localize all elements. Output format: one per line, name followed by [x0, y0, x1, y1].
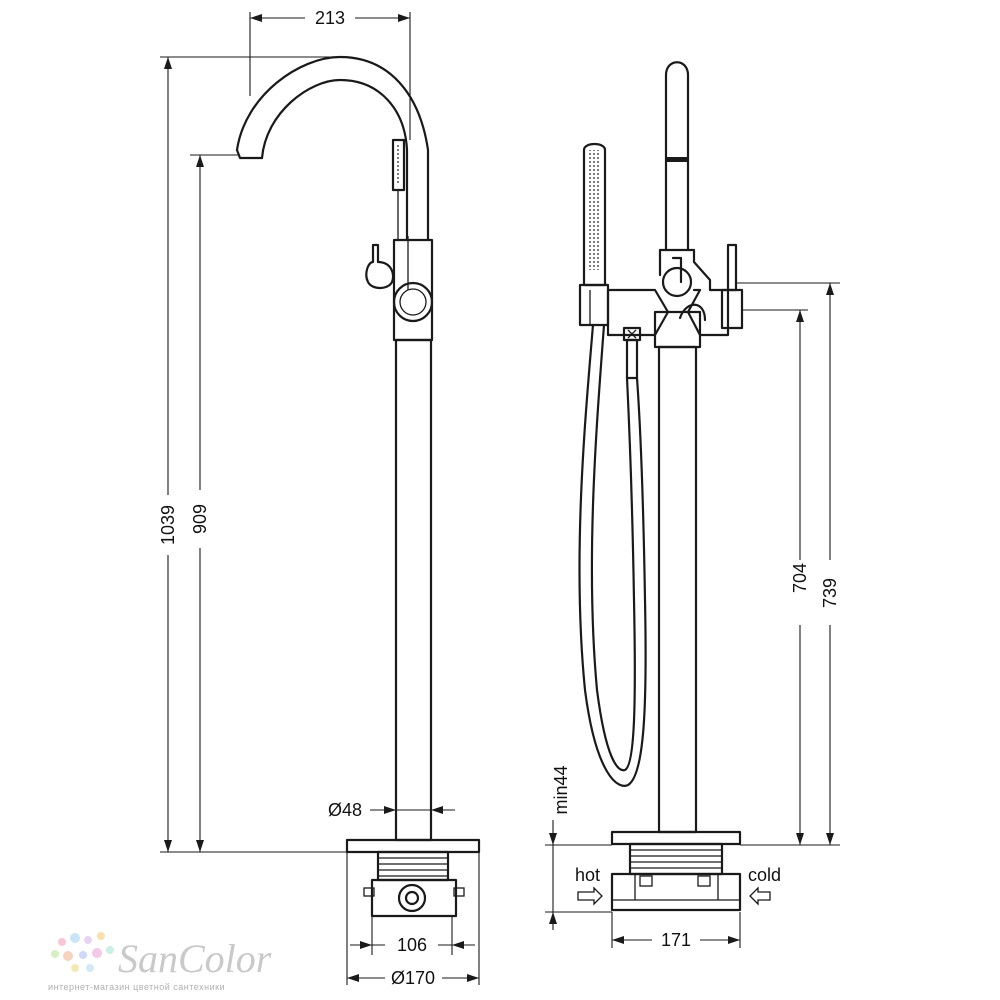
front-main-pipe: [657, 345, 698, 834]
logo-tagline: интернет-магазин цветной сантехники: [48, 982, 225, 992]
front-handshower: [582, 142, 607, 287]
front-spout: [664, 61, 690, 252]
dim-valve-height-704: 704: [790, 563, 810, 593]
front-valve-knob: [661, 266, 693, 298]
dim-spout-reach: 213: [315, 8, 345, 28]
side-valve-knob: [392, 281, 434, 323]
front-base-plate: [610, 830, 742, 846]
front-mounting-box: [610, 872, 742, 912]
dim-pipe-diameter: Ø48: [328, 800, 362, 820]
front-rough-body: [628, 842, 724, 876]
dim-total-height: 1039: [158, 505, 178, 545]
front-lower-body: [653, 310, 702, 349]
front-handshower-holder: [578, 283, 610, 327]
spout-tip: [235, 148, 264, 160]
dim-spout-height: 909: [190, 504, 210, 534]
front-hose-outer: [578, 323, 647, 787]
side-mounting-box: [370, 878, 458, 918]
side-main-pipe: [394, 338, 433, 842]
logo: SanColor интернет-магазин цветной сантех…: [48, 932, 272, 992]
front-view-dimensions: 739 704 min44 hot cold 171: [545, 282, 840, 950]
front-lever-body: [720, 288, 744, 330]
front-view: [578, 61, 744, 912]
logo-dots-icon: [51, 932, 114, 972]
label-hot: hot: [575, 865, 600, 885]
side-lever: [365, 243, 395, 290]
side-view: [235, 55, 481, 918]
spout-inner: [260, 78, 409, 242]
side-view-dimensions: 213 1039 909 Ø48 106: [158, 8, 480, 988]
dim-min-depth: min44: [551, 765, 571, 814]
front-lever-stem: [726, 243, 738, 292]
dim-rough-width: 106: [397, 935, 427, 955]
hot-arrow-icon: [577, 886, 603, 906]
cold-arrow-icon: [749, 886, 771, 906]
side-inlet: [397, 883, 427, 913]
logo-brand: SanColor: [118, 936, 272, 981]
label-cold: cold: [748, 865, 781, 885]
dim-base-diameter: Ø170: [391, 968, 435, 988]
front-hose-inner: [590, 323, 636, 772]
side-base-plate: [345, 838, 481, 854]
dim-valve-height-739: 739: [820, 578, 840, 608]
front-valve-body: [606, 288, 670, 337]
dim-box-width: 171: [661, 930, 691, 950]
